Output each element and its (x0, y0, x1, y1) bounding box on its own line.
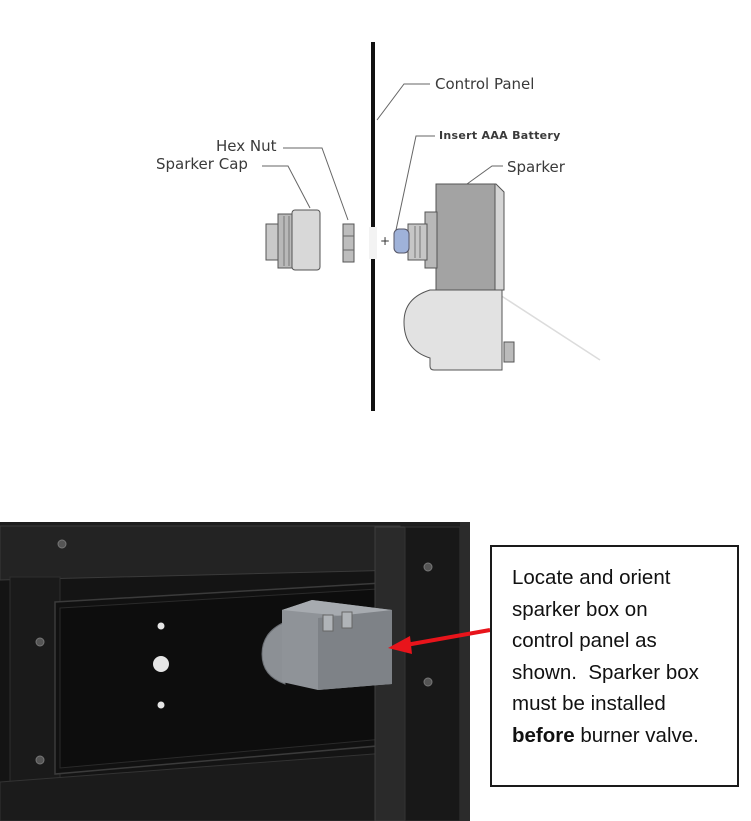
note-bold-word: before (512, 723, 575, 747)
leader-battery (395, 135, 435, 231)
label-control-panel: Control Panel (435, 75, 535, 93)
control-panel-render (0, 522, 470, 821)
note-line-6-rest: burner valve. (574, 723, 699, 747)
label-sparker: Sparker (507, 158, 565, 176)
panel-hole-top (157, 622, 165, 630)
sparker-part: + (380, 183, 601, 371)
panel-hole-bottom (157, 701, 165, 709)
callout-note: Locate and orient sparker box on control… (490, 545, 739, 787)
note-line-2: sparker box on (512, 597, 648, 621)
label-insert-battery: Insert AAA Battery (439, 129, 561, 142)
hex-nut-part (342, 223, 355, 263)
panel-hole (369, 227, 377, 259)
sparker-exploded-diagram: + (262, 42, 601, 411)
panel-screws (35, 539, 433, 765)
note-line-4: shown. Sparker box (512, 660, 699, 684)
leader-control-panel (376, 83, 430, 121)
leader-sparker (466, 165, 503, 185)
note-line-3: control panel as (512, 629, 657, 652)
red-arrow-icon (388, 628, 491, 654)
label-hex-nut: Hex Nut (216, 137, 277, 155)
svg-text:+: + (380, 234, 390, 248)
panel-hole-center (153, 656, 169, 672)
label-sparker-cap: Sparker Cap (156, 155, 248, 173)
sparker-cap-part (265, 209, 321, 271)
leader-sparker-cap (262, 165, 311, 209)
sparker-box (261, 600, 392, 690)
note-line-5: must be installed (512, 692, 666, 715)
note-line-1: Locate and orient (512, 566, 671, 589)
note-line-6: before burner valve. (512, 720, 723, 752)
leader-hex-nut (283, 147, 349, 221)
